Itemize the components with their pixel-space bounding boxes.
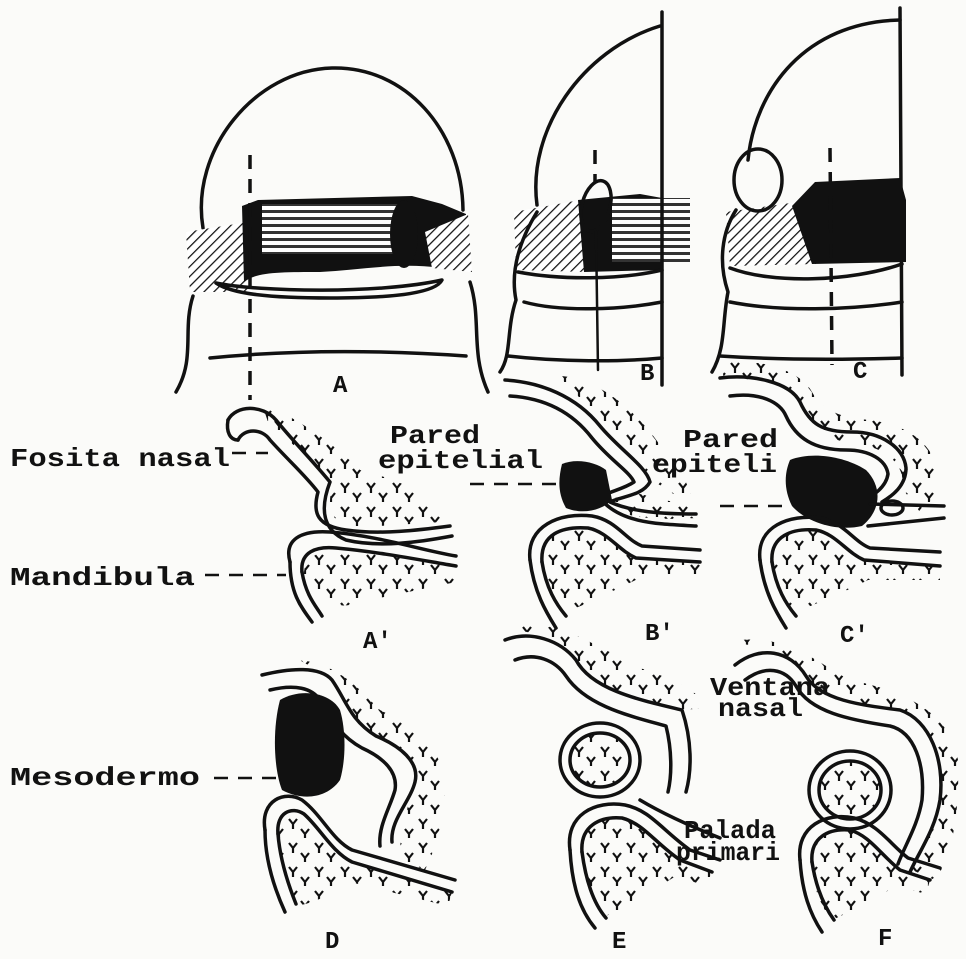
epithelium-cap bbox=[227, 420, 238, 440]
panel-b-prime-label: B' bbox=[645, 621, 674, 648]
dark-band bbox=[792, 178, 906, 264]
panel-d-label: D bbox=[325, 929, 339, 956]
face-left-edge bbox=[176, 296, 193, 392]
panel-b-head-half-view bbox=[500, 12, 690, 385]
panel-e-label: E bbox=[612, 929, 626, 956]
panel-c-prime-label: C' bbox=[840, 623, 869, 650]
section-plane-line bbox=[830, 148, 832, 365]
face-right-edge bbox=[470, 282, 488, 392]
mandible-stipple bbox=[772, 530, 940, 612]
hatched-region-left bbox=[186, 222, 252, 292]
panel-f-label: F bbox=[878, 926, 892, 953]
mesoderm-black bbox=[275, 693, 345, 796]
chin-line bbox=[508, 356, 662, 361]
paladar-primario-line2: primari bbox=[676, 838, 780, 868]
panel-a-label: A bbox=[333, 373, 348, 400]
floor-line-upper bbox=[870, 504, 944, 506]
chin-line bbox=[720, 356, 902, 359]
fosita-nasal-label: Fosita nasal bbox=[10, 444, 230, 474]
panel-c-head-half-view bbox=[712, 8, 906, 375]
band-end-shadow bbox=[390, 200, 418, 268]
nasal-pit-oval bbox=[734, 149, 782, 211]
mouth-line bbox=[730, 264, 902, 279]
lower-face-line bbox=[524, 302, 662, 309]
panel-b-prime-section bbox=[505, 376, 700, 628]
head-dome-outline bbox=[748, 20, 900, 160]
lower-face-line bbox=[730, 302, 902, 309]
head-dome-outline bbox=[536, 26, 660, 205]
mandible-stipple bbox=[542, 528, 700, 612]
mesodermo-label: Mesodermo bbox=[10, 763, 200, 793]
panel-a-head-front-view bbox=[176, 68, 488, 400]
mandible-stipple bbox=[304, 550, 456, 606]
mandibula-label: Mandibula bbox=[10, 563, 195, 593]
striped-region bbox=[262, 204, 402, 254]
panel-b-label: B bbox=[640, 361, 654, 388]
striped-region bbox=[612, 198, 690, 262]
panel-c-prime-section bbox=[720, 361, 944, 628]
pared-epitelial-b-line2: epitelial bbox=[378, 446, 543, 476]
panel-a-prime-label: A' bbox=[363, 629, 392, 656]
ventana-nasal-line2: nasal bbox=[718, 694, 803, 724]
floor-line-lower bbox=[868, 518, 944, 526]
panel-e-section bbox=[505, 623, 720, 928]
pared-epitelial-c-line2: epiteli bbox=[652, 450, 777, 480]
epithelial-wall-black bbox=[559, 461, 612, 511]
panel-c-label: C bbox=[853, 359, 867, 386]
panel-d-section bbox=[262, 660, 455, 912]
